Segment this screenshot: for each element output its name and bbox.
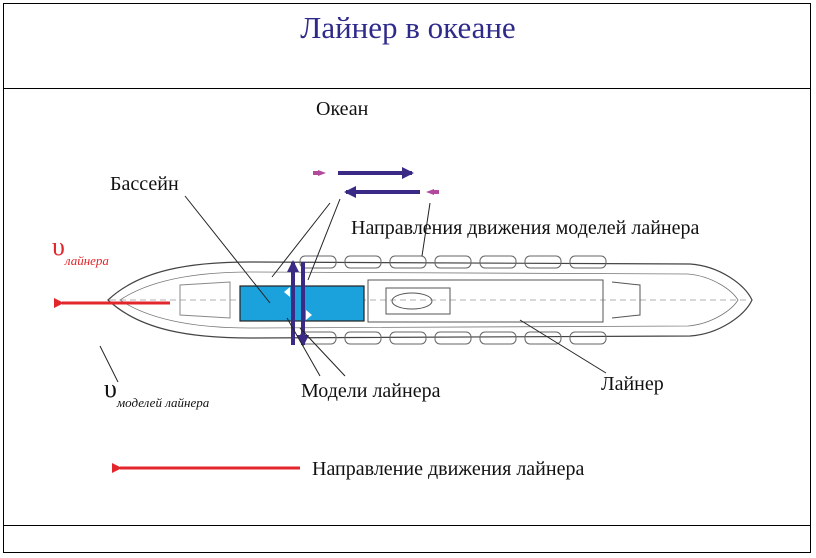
liner-label: Лайнер: [601, 373, 664, 395]
leader-lines: [99, 195, 607, 383]
ship-hull: [107, 261, 753, 339]
liner-velocity-symbol: υ: [52, 232, 65, 261]
bottom-divider: [3, 525, 811, 526]
deck-superstructure: [179, 279, 641, 323]
slide-frame: [3, 3, 811, 553]
liner-velocity-label: υлайнера: [52, 232, 109, 269]
model-directions-label: Направления движения моделей лайнера: [351, 217, 700, 239]
models-velocity-label: υмоделей лайнера: [104, 374, 209, 411]
lifeboats: [299, 255, 607, 345]
liner-direction-label: Направление движения лайнера: [312, 458, 585, 480]
pool-label: Бассейн: [110, 173, 179, 195]
models-velocity-subscript: моделей лайнера: [116, 395, 210, 410]
title-divider: [3, 88, 811, 89]
models-velocity-symbol: υ: [104, 374, 117, 403]
slide-title: Лайнер в океане: [300, 10, 516, 45]
liner-velocity-subscript: лайнера: [64, 253, 109, 268]
model-direction-arrows: [313, 167, 439, 198]
liner-models-label: Модели лайнера: [301, 380, 441, 402]
ocean-label: Океан: [316, 98, 369, 120]
